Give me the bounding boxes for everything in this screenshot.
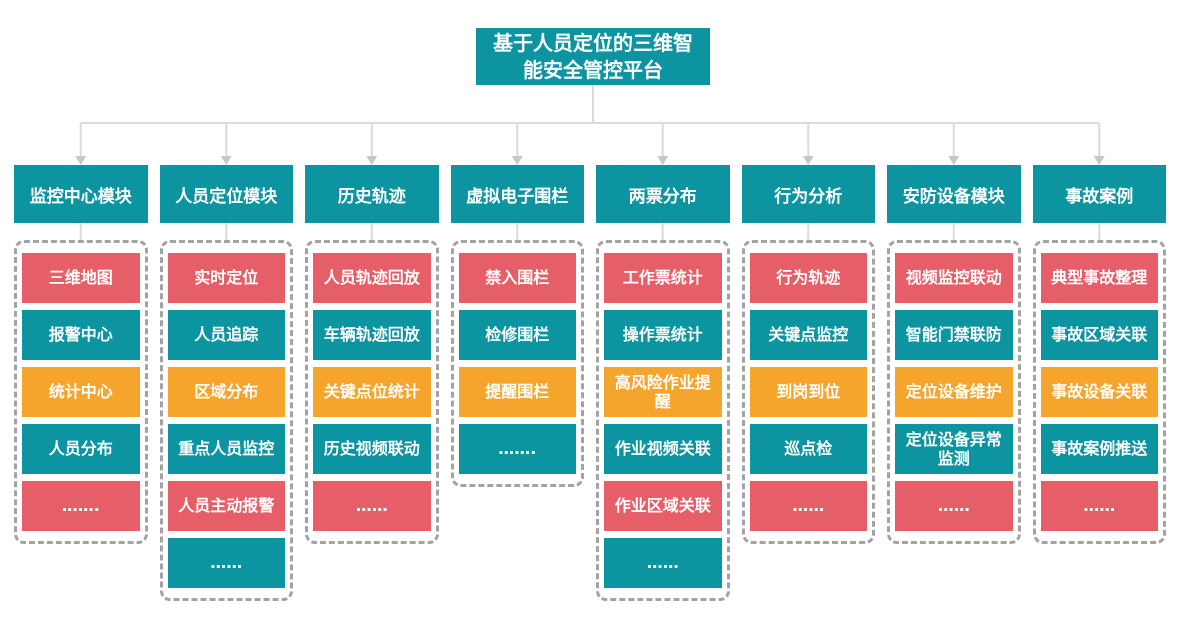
module-item: 操作票统计 [604, 310, 722, 360]
module-item: 重点人员监控 [167, 424, 285, 474]
module-item: …… [604, 538, 722, 588]
module-item: 人员分布 [22, 424, 140, 474]
module-item: 车辆轨迹回放 [313, 310, 431, 360]
module-column-behavior-analysis: 行为分析 行为轨迹 关键点监控 到岗到位 巡点检 …… [741, 165, 875, 544]
module-item: 禁入围栏 [458, 253, 576, 303]
module-item: 检修围栏 [458, 310, 576, 360]
module-item: 高风险作业提醒 [604, 367, 722, 417]
module-item: 提醒围栏 [458, 367, 576, 417]
module-item: 事故设备关联 [1040, 367, 1158, 417]
module-column-virtual-fence: 虚拟电子围栏 禁入围栏 检修围栏 提醒围栏 ……. [450, 165, 584, 487]
module-header: 两票分布 [596, 165, 730, 223]
module-items-container: 人员轨迹回放 车辆轨迹回放 关键点位统计 历史视频联动 …… [305, 240, 439, 544]
module-item: 工作票统计 [604, 253, 722, 303]
module-item: …… [167, 538, 285, 588]
module-item: …… [313, 481, 431, 531]
arrow-down-icon [366, 156, 378, 165]
module-item: 三维地图 [22, 253, 140, 303]
module-item: ……. [22, 481, 140, 531]
module-items-container: 视频监控联动 智能门禁联防 定位设备维护 定位设备异常监测 …… [887, 240, 1021, 544]
module-item: 到岗到位 [749, 367, 867, 417]
module-column-accident-cases: 事故案例 典型事故整理 事故区域关联 事故设备关联 事故案例推送 …… [1032, 165, 1166, 544]
arrow-down-icon [220, 156, 232, 165]
arrow-down-icon [1093, 156, 1105, 165]
module-items-container: 典型事故整理 事故区域关联 事故设备关联 事故案例推送 …… [1032, 240, 1166, 544]
module-item: …… [1040, 481, 1158, 531]
module-column-two-tickets: 两票分布 工作票统计 操作票统计 高风险作业提醒 作业视频关联 作业区域关联 …… [596, 165, 730, 601]
module-item: 人员轨迹回放 [313, 253, 431, 303]
module-item: 人员追踪 [167, 310, 285, 360]
module-header: 事故案例 [1032, 165, 1166, 223]
module-item: 实时定位 [167, 253, 285, 303]
module-items-container: 禁入围栏 检修围栏 提醒围栏 ……. [450, 240, 584, 487]
module-item: ……. [458, 424, 576, 474]
module-column-history-track: 历史轨迹 人员轨迹回放 车辆轨迹回放 关键点位统计 历史视频联动 …… [305, 165, 439, 544]
module-items-container: 行为轨迹 关键点监控 到岗到位 巡点检 …… [741, 240, 875, 544]
module-item: 关键点位统计 [313, 367, 431, 417]
module-item: 关键点监控 [749, 310, 867, 360]
arrow-down-icon [657, 156, 669, 165]
module-item: 视频监控联动 [895, 253, 1013, 303]
module-item: 历史视频联动 [313, 424, 431, 474]
module-header: 历史轨迹 [305, 165, 439, 223]
module-header: 监控中心模块 [14, 165, 148, 223]
arrow-down-icon [75, 156, 87, 165]
module-items-container: 实时定位 人员追踪 区域分布 重点人员监控 人员主动报警 …… [159, 240, 293, 601]
arrow-down-icon [802, 156, 814, 165]
module-header: 虚拟电子围栏 [450, 165, 584, 223]
module-item: 事故案例推送 [1040, 424, 1158, 474]
module-item: 统计中心 [22, 367, 140, 417]
module-item: 巡点检 [749, 424, 867, 474]
module-header: 人员定位模块 [159, 165, 293, 223]
module-item: 作业区域关联 [604, 481, 722, 531]
arrow-down-icon [511, 156, 523, 165]
arrow-down-icon [948, 156, 960, 165]
module-item: 定位设备维护 [895, 367, 1013, 417]
module-item: …… [749, 481, 867, 531]
module-header: 行为分析 [741, 165, 875, 223]
module-column-security-equipment: 安防设备模块 视频监控联动 智能门禁联防 定位设备维护 定位设备异常监测 …… [887, 165, 1021, 544]
module-item: 区域分布 [167, 367, 285, 417]
module-item: 作业视频关联 [604, 424, 722, 474]
module-column-monitoring-center: 监控中心模块 三维地图 报警中心 统计中心 人员分布 ……. [14, 165, 148, 544]
module-items-container: 工作票统计 操作票统计 高风险作业提醒 作业视频关联 作业区域关联 …… [596, 240, 730, 601]
module-items-container: 三维地图 报警中心 统计中心 人员分布 ……. [14, 240, 148, 544]
module-item: 报警中心 [22, 310, 140, 360]
module-header: 安防设备模块 [887, 165, 1021, 223]
page-title: 基于人员定位的三维智能安全管控平台 [476, 28, 710, 85]
module-item: 定位设备异常监测 [895, 424, 1013, 474]
module-item: 人员主动报警 [167, 481, 285, 531]
module-item: 行为轨迹 [749, 253, 867, 303]
module-item: 智能门禁联防 [895, 310, 1013, 360]
module-item: 事故区域关联 [1040, 310, 1158, 360]
module-item: …… [895, 481, 1013, 531]
module-item: 典型事故整理 [1040, 253, 1158, 303]
module-column-personnel-positioning: 人员定位模块 实时定位 人员追踪 区域分布 重点人员监控 人员主动报警 …… [159, 165, 293, 601]
